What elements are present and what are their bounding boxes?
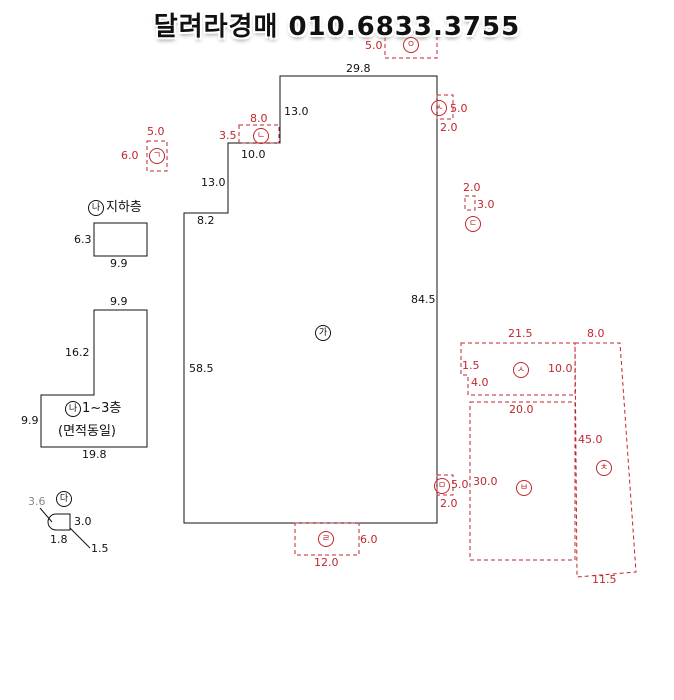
parcel-ga-dim-top: 29.8 [346,62,371,75]
annex-gieok-outline [146,140,168,172]
parcel-ga-dim-left: 58.5 [189,362,214,375]
parcel-ga-outline [183,75,438,524]
annex-gieok-dim-h: 6.0 [121,149,139,162]
annex-siot-large-dim-top: 21.5 [508,327,533,340]
annex-gieok-marker: ㄱ [149,148,165,164]
parcel-na-basement-title: 지하층 [106,200,142,215]
parcel-da-dim-b: 3.0 [74,515,92,528]
parcel-na-basement-dim-h: 6.3 [74,233,92,246]
annex-siot-large-marker: ㅅ [513,362,529,378]
parcel-da-outline [47,513,71,531]
annex-siot-large-dim-step: 1.5 [462,359,480,372]
annex-bieup-dim-h: 30.0 [473,475,498,488]
annex-nieun-dim-h: 3.5 [219,129,237,142]
parcel-na-floors-title: 1~3층 [82,401,122,416]
annex-siot-small-marker: ㅅ [431,100,447,116]
annex-siot-small-dim-w: 5.0 [450,102,468,115]
annex-mieum-marker: ㅁ [434,478,450,494]
annex-bieup-dim-w: 20.0 [509,403,534,416]
parcel-na-basement-marker: 나 [88,200,104,216]
parcel-da-marker: 다 [56,491,72,507]
parcel-ga-dim-step4: 8.2 [197,214,215,227]
annex-gieok-dim-w: 5.0 [147,125,165,138]
annex-nieun-marker: ㄴ [253,128,269,144]
parcel-da-dim-a: 3.6 [28,495,46,508]
annex-mieum-outline [436,474,454,496]
parcel-ga-dim-step3: 13.0 [201,176,226,189]
annex-mieum-dim-w: 5.0 [451,478,469,491]
annex-bieup-marker: ㅂ [516,480,532,496]
parcel-da-dim-c: 1.8 [50,533,68,546]
annex-rieul-dim-w: 12.0 [314,556,339,569]
annex-digeut-outline [464,195,476,211]
parcel-ga-marker: 가 [315,325,331,341]
annex-rieul-marker: ㄹ [318,531,334,547]
annex-siot-large-dim-step-h: 4.0 [471,376,489,389]
banner-text: 달려라경매 010.6833.3755 [153,12,521,42]
parcel-na-basement-outline [93,222,148,257]
annex-chieut-dim-side: 45.0 [578,433,603,446]
annex-bieup-outline [469,401,576,561]
annex-mieum-dim-h: 2.0 [440,497,458,510]
parcel-ga-dim-right: 84.5 [411,293,436,306]
parcel-na-basement-dim-w: 9.9 [110,257,128,270]
annex-ieung-outline [384,31,438,59]
parcel-na-floors-dim-bottom: 19.8 [82,448,107,461]
annex-siot-small-dim-h: 2.0 [440,121,458,134]
parcel-da-arrow-right [69,527,91,549]
annex-chieut-dim-bottom: 11.5 [592,573,617,586]
annex-rieul-dim-h: 6.0 [360,533,378,546]
annex-rieul-outline [294,522,360,556]
parcel-ga-dim-step2: 10.0 [241,148,266,161]
annex-chieut-dim-top: 8.0 [587,327,605,340]
annex-digeut-marker: ㄷ [465,216,481,232]
parcel-na-floors-dim-upper: 16.2 [65,346,90,359]
annex-ieung-dim: 5.0 [365,39,383,52]
parcel-da-dim-d: 1.5 [91,542,109,555]
parcel-da-arrow-left [39,507,53,523]
parcel-ga-dim-step1: 13.0 [284,105,309,118]
annex-digeut-dim-w: 2.0 [463,181,481,194]
parcel-na-floors-dim-lower: 9.9 [21,414,39,427]
annex-siot-small-outline [436,94,454,120]
parcel-na-floors-dim-top: 9.9 [110,295,128,308]
parcel-na-floors-outline [40,309,148,448]
annex-chieut-marker: ㅊ [596,460,612,476]
annex-nieun-dim-w: 8.0 [250,112,268,125]
parcel-na-floors-note: (면적동일) [58,424,116,439]
annex-siot-large-dim-h: 10.0 [548,362,573,375]
annex-ieung-marker: ㅇ [403,37,419,53]
parcel-na-floors-marker: 나 [65,401,81,417]
annex-digeut-dim-h: 3.0 [477,198,495,211]
annex-chieut-outline [574,342,637,578]
